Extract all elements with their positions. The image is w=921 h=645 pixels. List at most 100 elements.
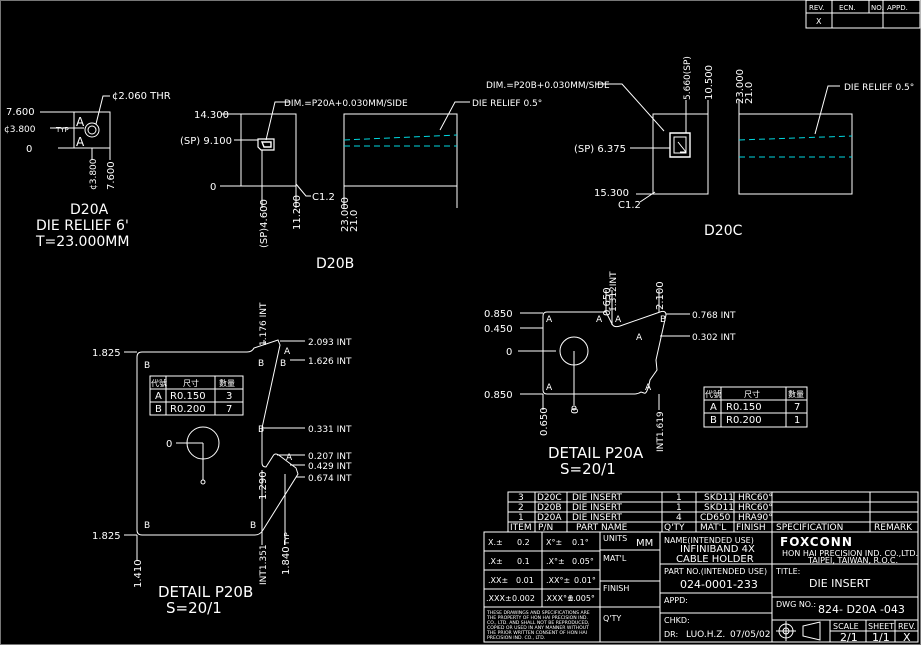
bom-r0-item: 3 [518, 493, 524, 503]
p20a-table-h1: 尺寸 [744, 389, 760, 399]
company-line2: TAIPEI, TAIWAN, R.O.C. [807, 556, 898, 565]
bom-r1-name: DIE INSERT [572, 503, 623, 513]
p20b-table-r0c2: 3 [226, 391, 232, 402]
d20b-view [220, 101, 470, 208]
bom-h-remark: REMARK [874, 523, 913, 533]
bom-grid [507, 491, 919, 533]
p20a-mark-a4: A [636, 333, 643, 343]
p20a-mark-a2: A [596, 315, 603, 325]
d20a-dim-7600-bottom: 7.600 [106, 161, 117, 190]
tol-r2-k1: .XX± [488, 576, 508, 585]
d20a-dim-7600-top: 7.600 [6, 107, 35, 118]
p20a-table-h0: 代號 [705, 389, 721, 399]
sheet-value: 1/1 [872, 631, 890, 644]
p20b-table-h2: 數量 [219, 378, 235, 388]
tol-r0-k2: X°± [546, 538, 562, 547]
p20b-dim-0674: 0.674 INT [308, 474, 352, 484]
p20b-dim-1176: 1.176 INT [259, 302, 269, 346]
p20b-mark-b4: B [258, 425, 264, 435]
scale-label: SCALE [833, 622, 859, 631]
p20a-scale: S=20/1 [560, 460, 616, 478]
notice-line-1: THESE DRAWINGS AND SPECIFICATIONS ARE [486, 610, 590, 616]
d20a-dim-typ: TYP [55, 126, 69, 134]
p20b-detail [124, 339, 305, 560]
p20a-table-grid [703, 386, 808, 428]
bom-h-matl: MAT'L [700, 523, 726, 533]
qty-label: Q'TY [603, 614, 621, 623]
bom-h-qty: Q'TY [664, 523, 685, 533]
p20a-dim-0302: 0.302 INT [692, 333, 736, 343]
tol-r2-v2: 0.01° [574, 576, 596, 585]
rev-header-rev: REV. [809, 4, 824, 12]
p20b-mark-b5: B [144, 521, 150, 531]
p20a-dim-0850-top: 0.850 [484, 309, 513, 320]
p20b-dim-2093: 2.093 INT [308, 338, 352, 348]
d20b-dim-relief: DIE RELIEF 0.5° [472, 99, 542, 109]
p20b-mark-a1: A [284, 347, 291, 357]
rev-header-ecn: ECN. [839, 4, 856, 12]
tol-r3-k2: .XXX°± [544, 594, 574, 603]
notice-line-6: PRECISION IND. CO., LTD. [487, 635, 545, 641]
p20b-dim-0331: 0.331 INT [308, 425, 352, 435]
drawing-date: 07/05/02 [730, 630, 770, 640]
p20a-title: DETAIL P20A [548, 444, 644, 462]
bom-r1-finish: HRC60° [738, 503, 773, 513]
p20b-dim-1825-top: 1.825 [92, 348, 121, 359]
name-line2: CABLE HOLDER [676, 554, 754, 565]
p20a-dim-0768: 0.768 INT [692, 311, 736, 321]
p20b-dim-0207: 0.207 INT [308, 452, 352, 462]
d20a-dim-3800-left: ¢3.800 [4, 125, 36, 135]
d20c-dim-15300: 15.300 [594, 188, 629, 199]
p20b-mark-b3: B [280, 359, 286, 369]
p20b-mark-b1: B [144, 361, 150, 371]
d20b-title: D20B [316, 256, 354, 272]
tolerance-grid [483, 531, 661, 643]
p20b-dim-1290: 1.290 [258, 471, 269, 500]
rev-value: X [816, 17, 822, 26]
foxconn-logo: FOXCONN [780, 535, 853, 549]
d20a-dim-thr: ¢2.060 THR [112, 91, 171, 102]
bom-r0-pn: D20C [537, 493, 562, 503]
p20b-dim-1351: INT1.351 [259, 544, 269, 585]
bom-r2-qty: 4 [676, 513, 682, 523]
part-no: 024-0001-233 [680, 578, 758, 591]
p20b-table-r0c1: R0.150 [170, 391, 206, 402]
units-value: MM [636, 538, 653, 549]
rev-label: REV. [898, 622, 916, 631]
p20a-mark-b: B [660, 315, 666, 325]
p20b-table-r1c1: R0.200 [170, 404, 206, 415]
notice-line-5: THE PRIOR WRITTEN CONSENT OF HON HAI [486, 630, 587, 636]
rev-header-appd: APPD. [887, 4, 908, 12]
rev-value-block: X [903, 631, 911, 644]
p20a-table-h2: 數量 [788, 389, 804, 399]
d20a-line3: T=23.000MM [35, 234, 129, 250]
d20b-dim-4600: (SP)4.600 [259, 199, 270, 248]
p20a-mark-a1: A [546, 315, 553, 325]
d20c-dim-21: 21.0 [744, 82, 755, 104]
d20b-dim-9100: (SP) 9.100 [180, 136, 232, 147]
scale-value: 2/1 [840, 631, 858, 644]
p20b-dim-1840: 1.840 [281, 546, 292, 575]
d20b-dim-11200: 11.200 [292, 195, 303, 230]
d20a-dim-zero: 0 [26, 144, 32, 155]
drawing-title: DIE INSERT [809, 577, 870, 590]
rev-header-no: NO. [871, 4, 884, 12]
p20b-scale: S=20/1 [166, 599, 222, 617]
bom-r1-matl: SKD11 [704, 503, 734, 513]
d20b-dim-zero: 0 [210, 182, 216, 193]
bom-r1-item: 2 [518, 503, 524, 513]
tol-r1-k2: .X°± [546, 557, 565, 566]
d20a-line2: DIE RELIEF 6' [36, 218, 129, 234]
p20a-detail [518, 290, 690, 411]
p20b-table-grid [149, 375, 244, 416]
p20a-dim-zero: 0 [506, 347, 512, 358]
title-label: TITLE: [775, 567, 800, 576]
sheet-label: SHEET [868, 622, 894, 631]
bom-r2-finish: HRA90° [738, 513, 773, 523]
appd-label: APPD: [664, 596, 688, 605]
tol-r2-v1: 0.01 [516, 576, 534, 585]
dr-label: DR: [664, 630, 678, 639]
dwg-label: DWG NO.: [776, 600, 816, 609]
bom-h-spec: SPECIFICATION [776, 523, 843, 533]
